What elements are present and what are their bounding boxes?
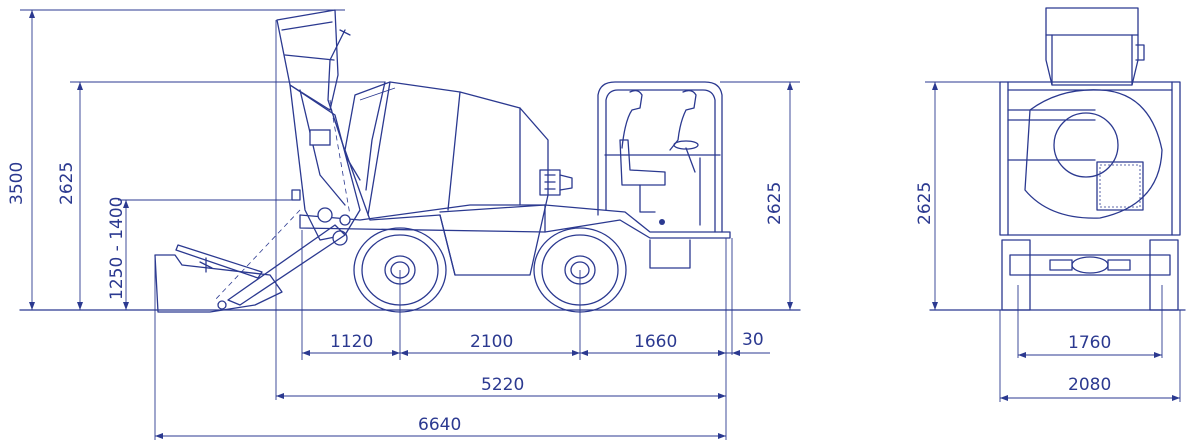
engine-parts: [539, 169, 573, 196]
side-height-dimensions: [20, 9, 800, 310]
side-length-dimensions: [154, 20, 770, 440]
dim-2625-left-label: 2625: [57, 162, 77, 205]
front-dim-2080-label: 2080: [1068, 375, 1111, 395]
dim-6640-label: 6640: [418, 415, 461, 435]
dim-1660-label: 1660: [634, 332, 677, 352]
loading-arm: [214, 29, 386, 306]
cab: [597, 81, 723, 233]
dim-30-label: 30: [742, 330, 764, 350]
dim-3500-label: 3500: [7, 162, 27, 205]
raised-bucket: [276, 9, 339, 111]
radiator-grille: [1096, 161, 1144, 211]
front-view: 2625 1760 2080: [915, 7, 1186, 402]
dim-5220-label: 5220: [481, 375, 524, 395]
front-dim-2625-label: 2625: [915, 182, 935, 225]
front-dim-1760-label: 1760: [1068, 333, 1111, 353]
front-axle: [1001, 239, 1179, 311]
lowered-bucket: [154, 244, 283, 313]
dim-2625-right-label: 2625: [765, 182, 785, 225]
dim-2100-label: 2100: [470, 332, 513, 352]
dim-1120-label: 1120: [330, 332, 373, 352]
mixer-drum: [344, 81, 549, 276]
front-dimensions: [925, 81, 1181, 402]
front-drum: [1007, 89, 1163, 219]
side-view: 3500 2625 1250 - 1400 2625 1120 2100 166…: [7, 9, 801, 440]
front-bucket: [1045, 7, 1145, 86]
dim-1250-1400-label: 1250 - 1400: [107, 197, 127, 300]
